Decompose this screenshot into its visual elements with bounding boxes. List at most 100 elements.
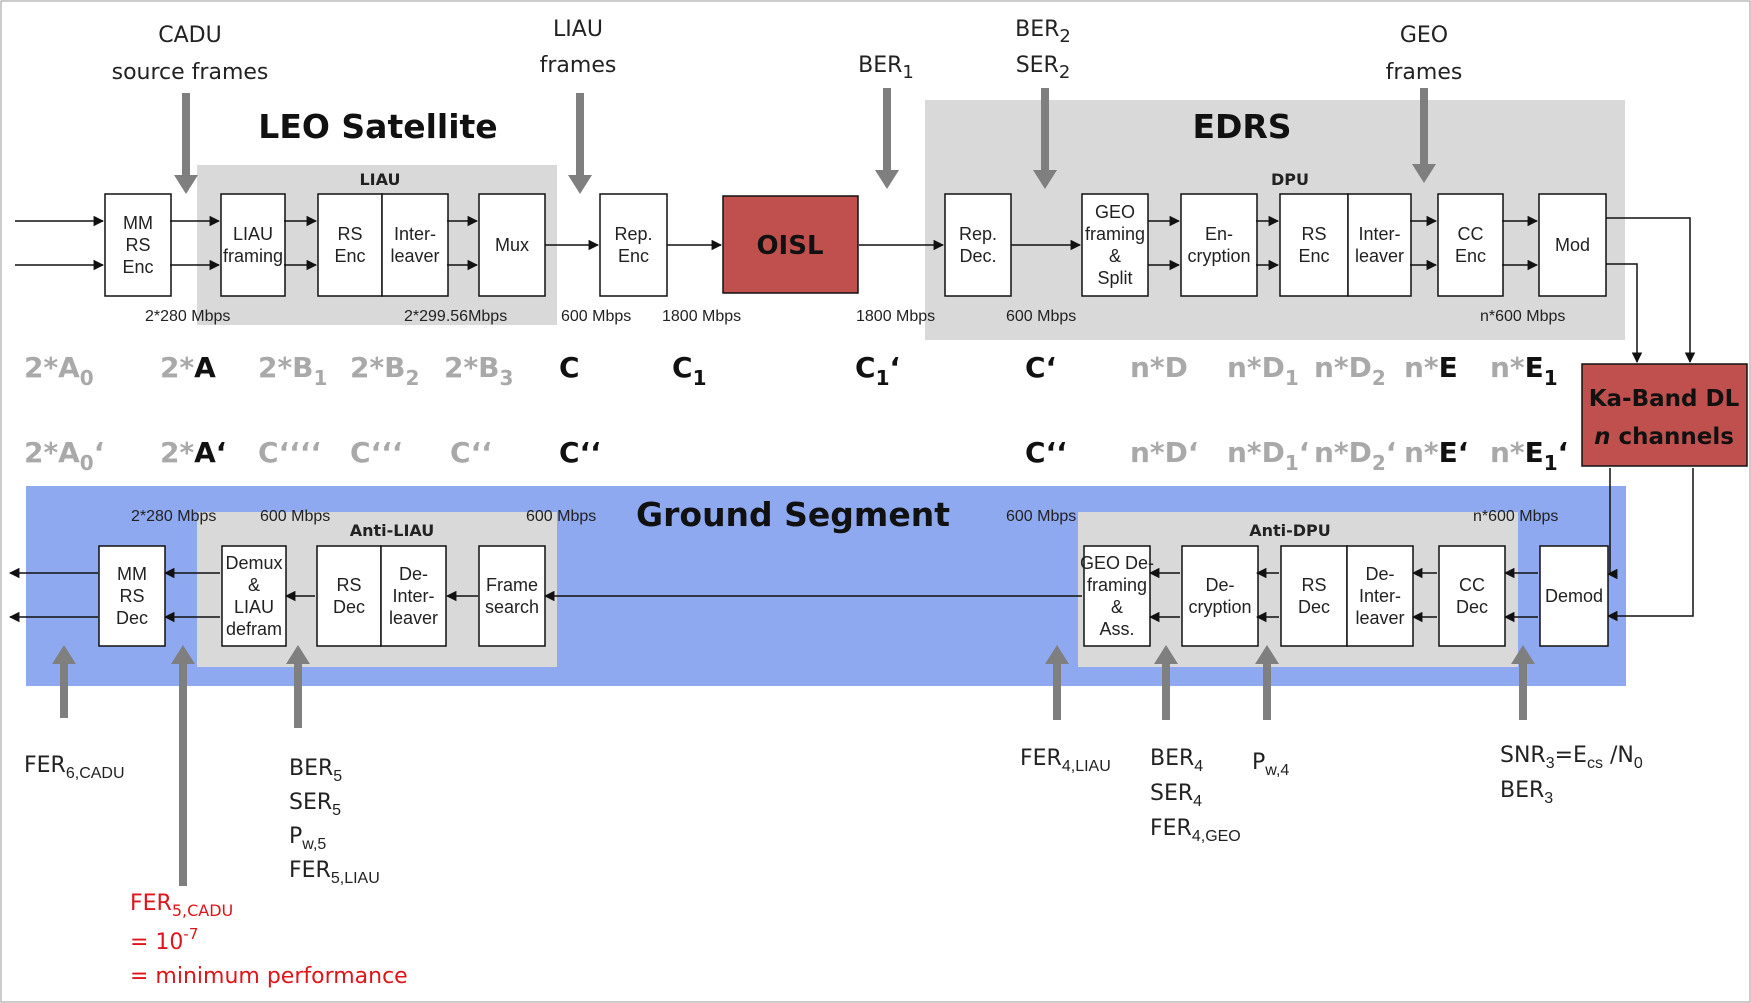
fer5-value-base: = 10 xyxy=(130,930,183,955)
block-interleaver-2-line-1: leaver xyxy=(1355,246,1404,266)
rate-bottom-1: 2*280 Mbps xyxy=(131,508,216,525)
block-interleaver-2-line-0: Inter- xyxy=(1358,224,1400,244)
row1-point-0-sub: 0 xyxy=(80,366,94,390)
liau-arrow-shaft xyxy=(576,93,584,175)
row1-point-6: C1 xyxy=(672,351,706,390)
leo-satellite-title: LEO Satellite xyxy=(258,107,497,146)
block-rep-enc-box xyxy=(599,193,668,297)
line-mod-ka-1 xyxy=(1606,217,1696,364)
block-cc-enc-box xyxy=(1437,193,1504,297)
block-deinterleaver-2-box xyxy=(1346,545,1414,647)
block-rep-enc: Rep.Enc xyxy=(599,193,668,297)
row1-point-11-sub: 2 xyxy=(1372,366,1386,390)
row2-point-6-mark: ‘‘ xyxy=(1046,436,1067,469)
fer5-cadu-arrow-head xyxy=(171,645,195,664)
ber5-sub: 5 xyxy=(333,768,342,785)
ka-band-label-line2: n channels xyxy=(1594,424,1734,450)
ka-band-block xyxy=(1581,363,1748,467)
geo-arrow-head xyxy=(1412,164,1436,183)
row2-point-2: C‘‘‘‘ xyxy=(258,436,321,469)
block-demod-line-0: Demod xyxy=(1545,586,1603,606)
block-decryption: De-cryption xyxy=(1181,545,1259,647)
row1-point-2: 2*B1 xyxy=(258,351,327,390)
row1-point-2-pre: 2* xyxy=(258,351,292,384)
fer5-cadu-label: FER5,CADU xyxy=(130,891,233,920)
block-geo-deframing-line-2: & xyxy=(1111,597,1123,617)
block-rs-enc-1-line-0: RS xyxy=(337,224,362,244)
fer6-arrow-shaft xyxy=(60,664,68,718)
row2-point-8-mark: ‘ xyxy=(1299,436,1310,469)
row2-point-0-mark: ‘ xyxy=(94,436,105,469)
row2-point-1: 2*A‘ xyxy=(160,436,226,469)
fer6-label: FER6,CADU xyxy=(24,753,125,782)
block-rs-enc-2-line-0: RS xyxy=(1301,224,1326,244)
row2-point-1-main: A xyxy=(194,436,216,469)
snr3-b-sub: cs xyxy=(1587,755,1603,772)
row1-point-4-pre: 2* xyxy=(444,351,478,384)
row1-point-10: n*D1 xyxy=(1227,351,1299,390)
row2-point-4: C‘‘ xyxy=(450,436,492,469)
row2-point-0-sub: 0 xyxy=(80,451,94,475)
row2-point-9-sub: 2 xyxy=(1372,451,1386,475)
cadu-arrow-head xyxy=(174,175,198,194)
row2-point-8-main: D xyxy=(1262,436,1285,469)
row2-point-0-pre: 2* xyxy=(24,436,58,469)
row2-point-10: n*E‘ xyxy=(1404,436,1468,469)
line-ka-demod-2 xyxy=(1606,468,1694,622)
row2-point-9: n*D2‘ xyxy=(1314,436,1396,475)
block-encryption-line-0: En- xyxy=(1205,224,1233,244)
edrs-title: EDRS xyxy=(1192,107,1291,146)
row2-point-1-mark: ‘ xyxy=(216,436,227,469)
block-mod-line-0: Mod xyxy=(1555,235,1590,255)
row2-point-10-mark: ‘ xyxy=(1458,436,1469,469)
ber4-label: BER4 xyxy=(1150,746,1203,775)
ber3-label: BER3 xyxy=(1500,778,1553,807)
fer4-liau-arrow-shaft xyxy=(1053,664,1061,720)
row1-point-13-pre: n* xyxy=(1490,351,1525,384)
row1-point-10-sub: 1 xyxy=(1285,366,1299,390)
block-cc-dec-line-1: Dec xyxy=(1456,597,1488,617)
ber5-arrow-head xyxy=(286,645,310,664)
block-mux-line-0: Mux xyxy=(495,235,529,255)
ser5-sub: 5 xyxy=(332,802,341,819)
block-mm-rs-enc-box xyxy=(104,193,172,297)
rate-bottom-4: 600 Mbps xyxy=(1006,508,1076,525)
block-demux-line-3: defram xyxy=(226,619,282,639)
block-geo-framing-line-3: Split xyxy=(1097,268,1132,288)
block-interleaver-1: Inter-leaver xyxy=(381,193,449,297)
block-rs-enc-2-line-1: Enc xyxy=(1298,246,1329,266)
block-mm-rs-dec-line-1: RS xyxy=(119,586,144,606)
row2-point-10-pre: n* xyxy=(1404,436,1439,469)
liau-arrow-head xyxy=(568,175,592,194)
cadu-arrow-shaft xyxy=(182,93,190,175)
row2-point-7-pre: n* xyxy=(1130,436,1165,469)
row1-point-3-main: B xyxy=(384,351,405,384)
block-interleaver-2-box xyxy=(1347,193,1412,297)
row1-point-13-main: E xyxy=(1525,351,1544,384)
row1-point-11-pre: n* xyxy=(1314,351,1349,384)
snr3-arrow-head xyxy=(1511,645,1535,664)
row1-point-9-pre: n* xyxy=(1130,351,1165,384)
row2-point-10-main: E xyxy=(1439,436,1458,469)
block-geo-deframing-line-1: framing xyxy=(1087,575,1147,595)
anti-dpu-panel-title: Anti-DPU xyxy=(1249,521,1331,540)
block-deinterleaver-1-line-2: leaver xyxy=(389,608,438,628)
ser2-label: SER2 xyxy=(1016,53,1071,83)
ser5-label: SER5 xyxy=(289,790,341,819)
row2-point-11: n*E1‘ xyxy=(1490,436,1568,475)
fer4-geo-base: FER xyxy=(1150,816,1192,841)
block-mm-rs-dec-line-2: Dec xyxy=(116,608,148,628)
block-decryption-line-1: cryption xyxy=(1188,597,1251,617)
block-demux-line-2: LIAU xyxy=(234,597,274,617)
block-mm-rs-dec-box xyxy=(98,545,166,647)
row1-point-0: 2*A0 xyxy=(24,351,94,390)
block-liau-framing-line-0: LIAU xyxy=(233,224,273,244)
cadu-label-line2: source frames xyxy=(112,60,269,85)
fer5-cadu-sub: 5,CADU xyxy=(172,901,233,920)
row2-point-7-mark: ‘ xyxy=(1188,436,1199,469)
ber2-base: BER xyxy=(1015,17,1059,42)
block-rep-dec-line-0: Rep. xyxy=(959,224,997,244)
block-cc-enc-line-0: CC xyxy=(1458,224,1484,244)
